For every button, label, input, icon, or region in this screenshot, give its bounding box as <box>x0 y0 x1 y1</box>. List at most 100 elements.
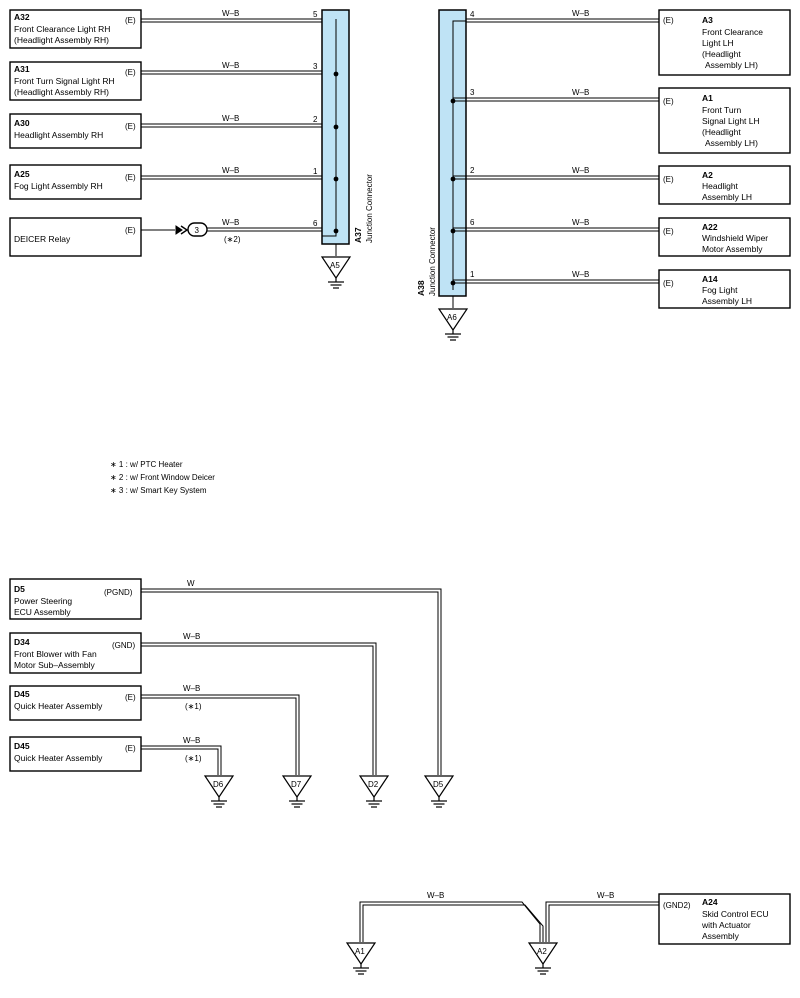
svg-text:Front Turn: Front Turn <box>702 105 741 115</box>
svg-text:A25: A25 <box>14 169 30 179</box>
svg-text:3: 3 <box>195 226 200 235</box>
svg-text:Skid Control ECU: Skid Control ECU <box>702 909 769 919</box>
svg-text:A30: A30 <box>14 118 30 128</box>
component-a25: A25 Fog Light Assembly RH (E) <box>9 164 142 200</box>
component-a1: (E) A1 Front Turn Signal Light LH (Headl… <box>658 87 791 154</box>
ground-a2: A2 <box>527 942 559 975</box>
svg-text:Light LH: Light LH <box>702 38 734 48</box>
component-d34: D34 Front Blower with Fan Motor Sub–Asse… <box>9 632 142 674</box>
pin-label: 6 <box>470 218 475 227</box>
pin-label: 5 <box>313 10 318 19</box>
svg-text:(E): (E) <box>125 226 136 235</box>
wire-a31-a37 <box>141 70 336 75</box>
wire-color-label: W–B <box>183 684 200 693</box>
pin-label: 2 <box>313 115 318 124</box>
wire-color-label: W–B <box>427 891 444 900</box>
svg-text:D45: D45 <box>14 689 30 699</box>
wire-d45-b-ground <box>141 745 222 775</box>
connector-name-a37: Junction Connector <box>365 174 374 243</box>
ground-a5: A5 <box>320 256 352 289</box>
svg-text:(E): (E) <box>663 97 674 106</box>
component-a14: (E) A14 Fog Light Assembly LH <box>658 269 791 309</box>
wire-color-label: W–B <box>222 114 239 123</box>
svg-text:(GND): (GND) <box>112 641 135 650</box>
svg-text:A24: A24 <box>702 897 718 907</box>
wire-d34-ground <box>141 642 377 775</box>
pin-label: 3 <box>470 88 475 97</box>
svg-text:Fog Light: Fog Light <box>702 285 738 295</box>
connector-name-a38: Junction Connector <box>428 227 437 296</box>
svg-text:(E): (E) <box>125 122 136 131</box>
svg-text:A22: A22 <box>702 222 718 232</box>
svg-text:Windshield Wiper: Windshield Wiper <box>702 233 768 243</box>
svg-text:A14: A14 <box>702 274 718 284</box>
ground-a1: A1 <box>345 942 377 975</box>
junction-connector-a38 <box>438 9 467 297</box>
connector-code-a37: A37 <box>353 227 363 243</box>
pin-label: 2 <box>470 166 475 175</box>
svg-text:D7: D7 <box>291 780 302 789</box>
wire-color-label: W–B <box>597 891 614 900</box>
svg-text:(Headlight Assembly RH): (Headlight Assembly RH) <box>14 87 109 97</box>
wire-d5-ground <box>141 588 442 775</box>
svg-text:D45: D45 <box>14 741 30 751</box>
svg-text:D2: D2 <box>368 780 379 789</box>
svg-text:A1: A1 <box>355 947 365 956</box>
note-3: ∗ 3 : w/ Smart Key System <box>110 486 207 495</box>
svg-text:D34: D34 <box>14 637 30 647</box>
svg-text:(GND2): (GND2) <box>663 901 691 910</box>
svg-text:(Headlight Assembly RH): (Headlight Assembly RH) <box>14 35 109 45</box>
component-d5: D5 Power Steering ECU Assembly (PGND) <box>9 578 142 620</box>
svg-text:(E): (E) <box>663 227 674 236</box>
inline-connector-3: 3 <box>187 222 208 237</box>
svg-text:(PGND): (PGND) <box>104 588 133 597</box>
component-a30: A30 Headlight Assembly RH (E) <box>9 113 142 149</box>
wire-deicer-a37 <box>141 225 336 235</box>
wire-color-label: W–B <box>183 736 200 745</box>
svg-text:(E): (E) <box>125 68 136 77</box>
svg-text:D6: D6 <box>213 780 224 789</box>
svg-text:Front Clearance Light RH: Front Clearance Light RH <box>14 24 110 34</box>
ground-d2: D2 <box>358 775 390 808</box>
svg-text:Assembly LH): Assembly LH) <box>705 138 758 148</box>
svg-text:A5: A5 <box>330 261 340 270</box>
wire-color-label: W–B <box>572 9 589 18</box>
wire-color-label: W–B <box>222 61 239 70</box>
svg-text:(E): (E) <box>125 173 136 182</box>
svg-text:A2: A2 <box>702 170 713 180</box>
svg-text:D5: D5 <box>433 780 444 789</box>
wire-color-label: W–B <box>572 218 589 227</box>
svg-text:A31: A31 <box>14 64 30 74</box>
wire-color-label: W–B <box>572 166 589 175</box>
svg-text:DEICER Relay: DEICER Relay <box>14 234 71 244</box>
svg-text:A3: A3 <box>702 15 713 25</box>
svg-text:(E): (E) <box>125 16 136 25</box>
pin-label: 1 <box>313 167 318 176</box>
svg-text:Quick Heater Assembly: Quick Heater Assembly <box>14 701 103 711</box>
wire-color-label: W–B <box>572 88 589 97</box>
option-mark: (∗1) <box>185 702 202 711</box>
wire-a2-a1 <box>359 901 544 942</box>
svg-text:A6: A6 <box>447 313 457 322</box>
wire-a38-a14 <box>453 279 659 284</box>
svg-text:Quick Heater Assembly: Quick Heater Assembly <box>14 753 103 763</box>
svg-text:Fog Light Assembly RH: Fog Light Assembly RH <box>14 181 103 191</box>
svg-text:(E): (E) <box>663 175 674 184</box>
svg-text:(Headlight: (Headlight <box>702 49 741 59</box>
wire-color-label: W–B <box>183 632 200 641</box>
svg-text:Assembly: Assembly <box>702 931 740 941</box>
wire-a38-a1 <box>453 97 659 102</box>
wire-a38-a22 <box>453 227 659 232</box>
component-d45-b: D45 Quick Heater Assembly (E) <box>9 736 142 772</box>
ground-d6: D6 <box>203 775 235 808</box>
svg-text:Power Steering: Power Steering <box>14 596 72 606</box>
ground-d7: D7 <box>281 775 313 808</box>
svg-text:(Headlight: (Headlight <box>702 127 741 137</box>
component-a32: A32 Front Clearance Light RH (Headlight … <box>9 9 142 49</box>
svg-text:Headlight Assembly RH: Headlight Assembly RH <box>14 130 103 140</box>
pin-label: 6 <box>313 219 318 228</box>
svg-text:Motor Sub–Assembly: Motor Sub–Assembly <box>14 660 96 670</box>
svg-text:(E): (E) <box>125 744 136 753</box>
pin-label: 1 <box>470 270 475 279</box>
